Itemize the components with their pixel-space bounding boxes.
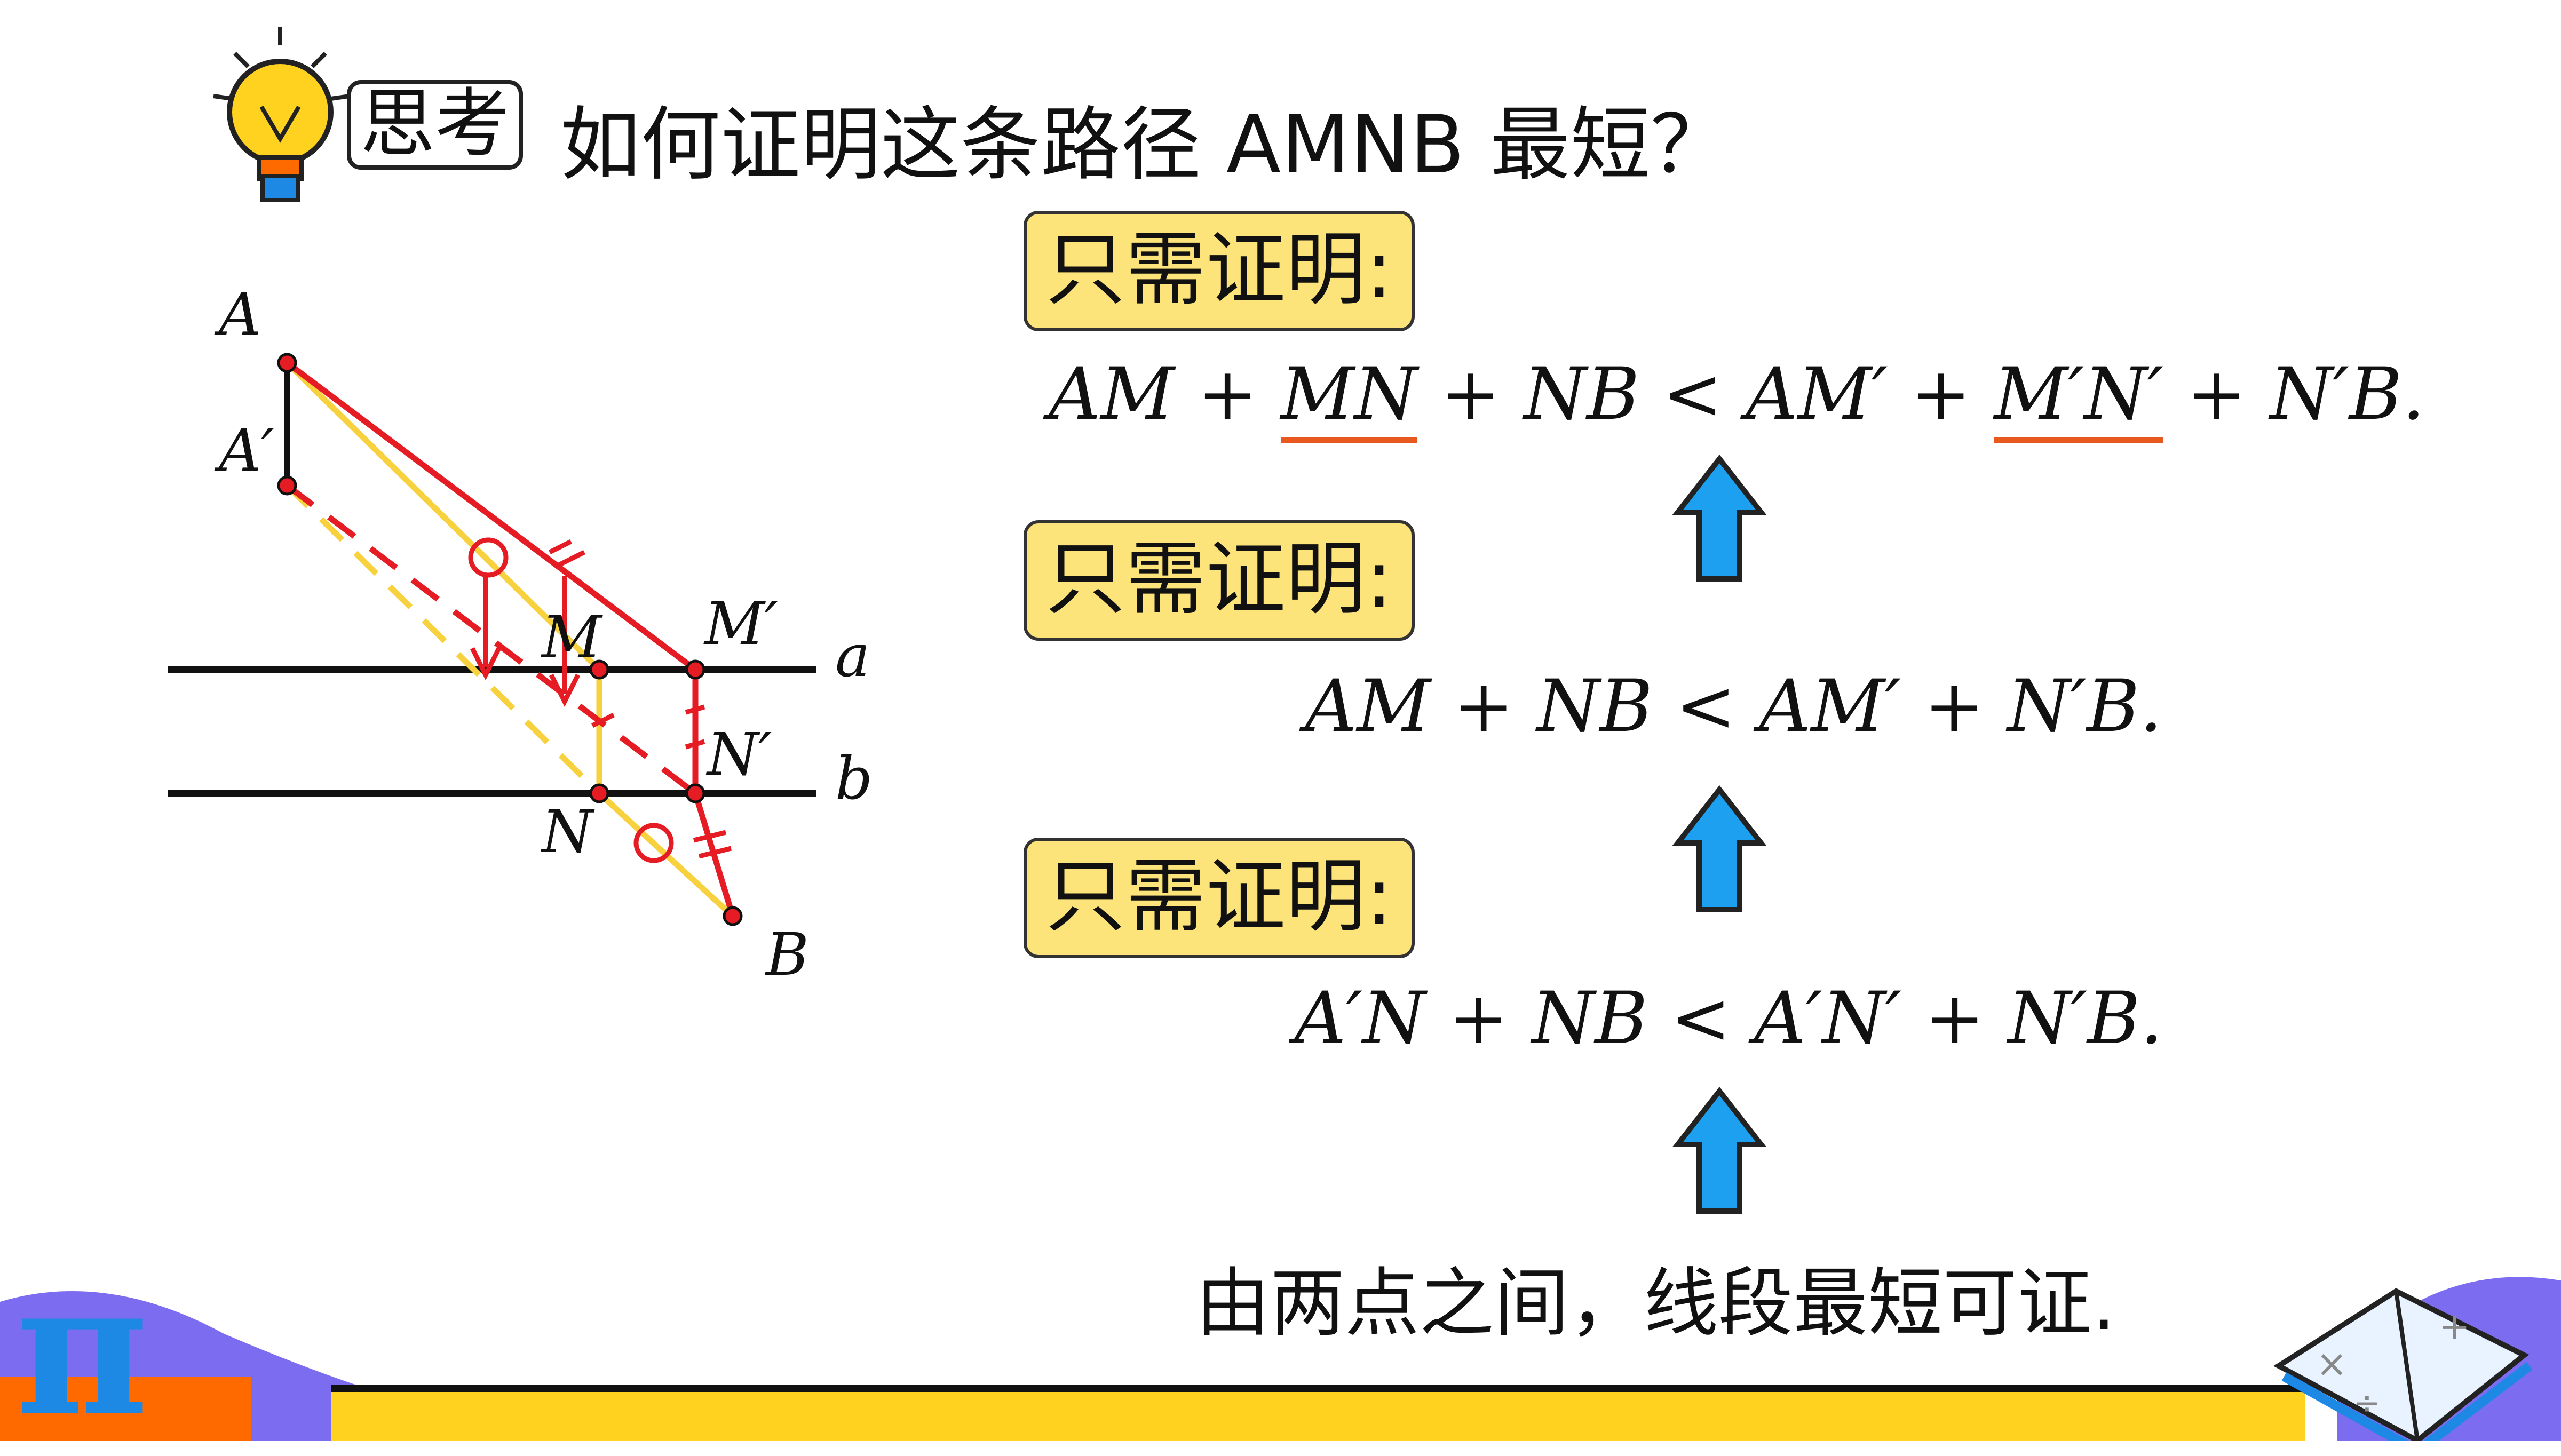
inequality-1: AM + MN + NB < AM′ + M′N′ + N′B. (1049, 352, 2425, 443)
light-bulb-icon (213, 27, 350, 202)
label-N-prime: N′ (707, 720, 772, 789)
up-arrow-icon (1672, 454, 1767, 582)
ineq1-underlined-mprime-nprime: M′N′ (1994, 352, 2164, 443)
label-line-a: a (835, 622, 870, 690)
ineq1-mid: + NB < AM′ + (1417, 352, 1994, 436)
think-badge: 思考 (347, 80, 523, 170)
proof-label-3: 只需证明: (1024, 838, 1415, 958)
svg-text:×: × (2316, 1342, 2348, 1386)
conclusion-text: 由两点之间，线段最短可证. (1195, 1260, 2116, 1347)
label-M-prime: M′ (704, 590, 778, 658)
open-book-icon: × + ÷ (2273, 1288, 2533, 1441)
svg-text:+: + (2439, 1304, 2470, 1348)
ineq1-left: AM + (1049, 352, 1281, 436)
svg-text:÷: ÷ (2353, 1385, 2380, 1422)
label-A-prime: A′ (219, 416, 275, 484)
geometry-diagram (168, 353, 816, 926)
label-A: A (219, 280, 261, 348)
up-arrow-icon (1672, 785, 1767, 912)
label-M: M (542, 603, 602, 671)
up-arrow-icon (1672, 1086, 1767, 1214)
ineq1-tail: + N′B. (2163, 352, 2425, 436)
pi-decoration: π (16, 1243, 149, 1456)
ineq1-underlined-mn: MN (1280, 352, 1418, 443)
proof-label-1: 只需证明: (1024, 211, 1415, 331)
label-N: N (542, 798, 593, 866)
page-title: 如何证明这条路径 AMNB 最短？ (560, 99, 1731, 192)
inequality-3: A′N + NB < A′N′ + N′B. (1294, 976, 2163, 1060)
inequality-2: AM + NB < AM′ + N′B. (1305, 664, 2163, 748)
label-B: B (766, 920, 809, 989)
label-line-b: b (835, 744, 873, 813)
proof-label-2: 只需证明: (1024, 520, 1415, 641)
